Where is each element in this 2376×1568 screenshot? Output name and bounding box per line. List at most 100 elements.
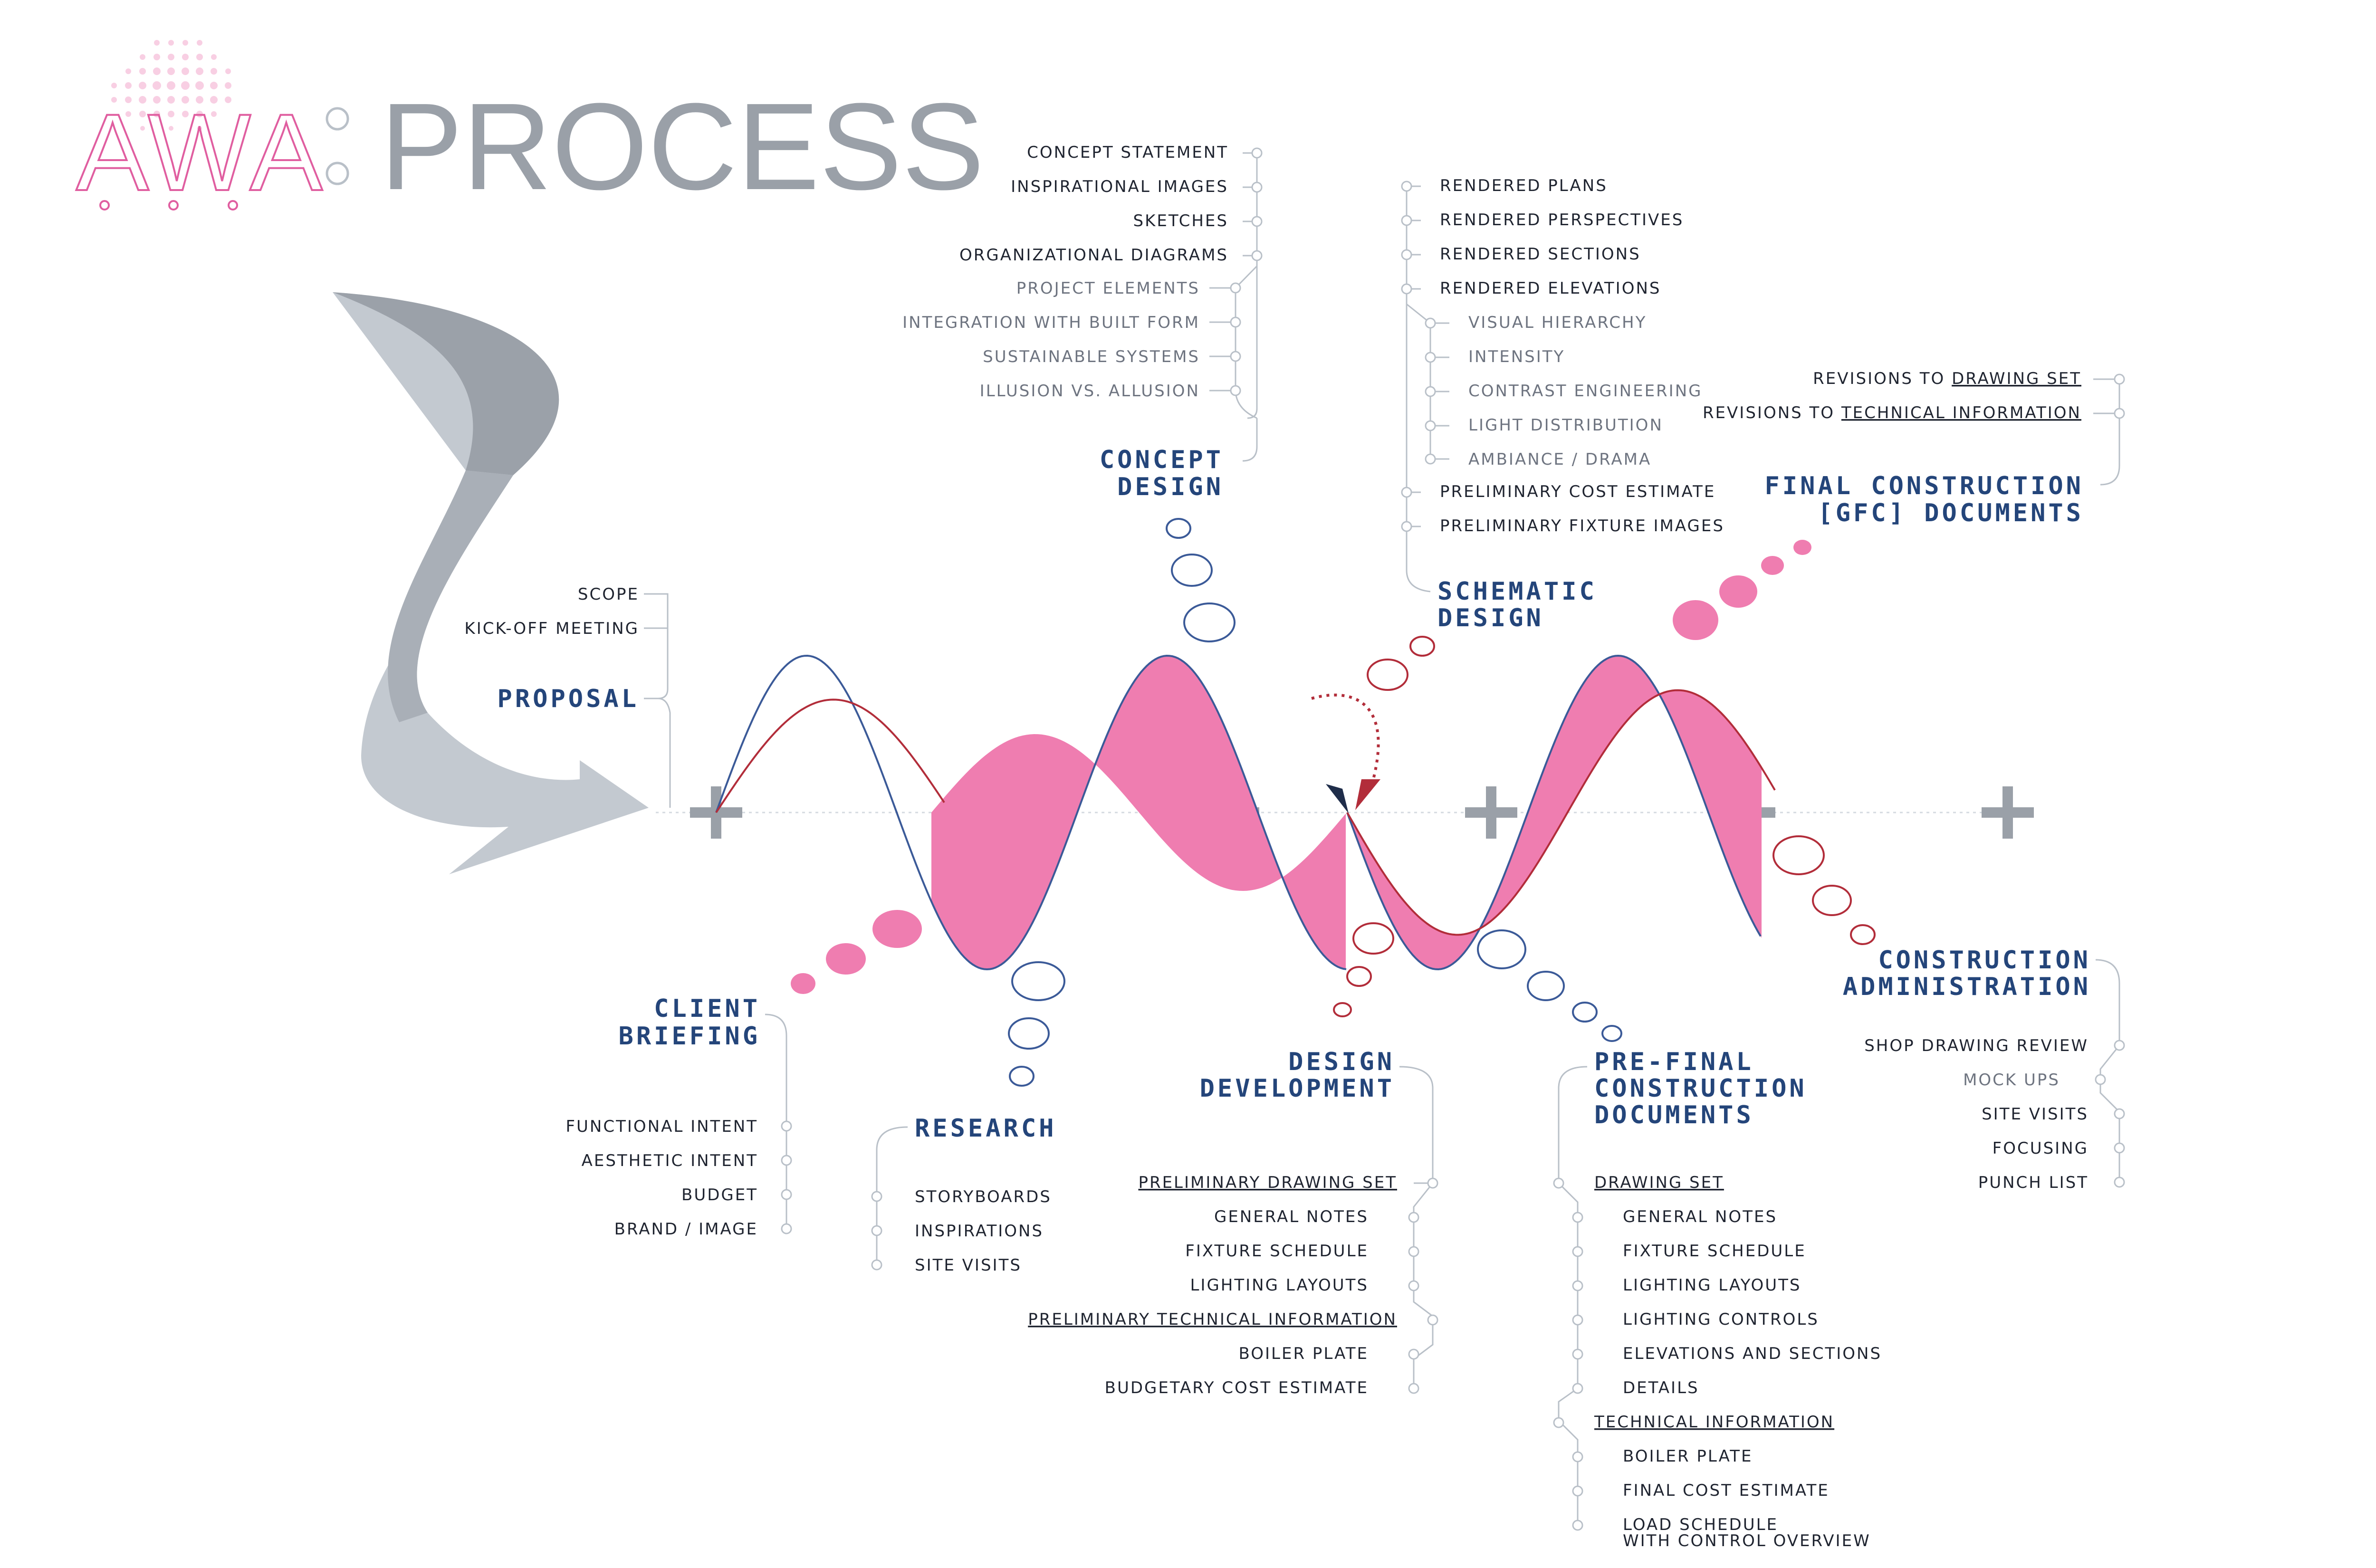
connector-node (781, 1223, 792, 1234)
bubble (1527, 971, 1565, 1001)
stage-title-construction-admin: CONSTRUCTION (1878, 946, 2091, 975)
logo-dot (228, 200, 238, 210)
construction-admin-item: SHOP DRAWING REVIEW (1864, 1036, 2089, 1055)
schematic-subitem: INTENSITY (1468, 347, 1565, 366)
bubble (1719, 575, 1757, 608)
wave-line-red (715, 698, 945, 813)
schematic-item: RENDERED PLANS (1440, 176, 1608, 195)
entry-arrow (333, 292, 649, 874)
entry-arrow-dark (333, 292, 559, 475)
connector-node (781, 1120, 792, 1132)
stage-final-construction: REVISIONS TO DRAWING SET REVISIONS TO TE… (1703, 369, 2125, 527)
title-colon-dot (326, 107, 349, 131)
design-development-item: BUDGETARY COST ESTIMATE (1105, 1378, 1369, 1397)
pre-final-item: FINAL COST ESTIMATE (1623, 1481, 1830, 1500)
connector (876, 1126, 908, 1264)
connector-node (1408, 1348, 1419, 1360)
bubble (1171, 554, 1213, 587)
bubble (1673, 600, 1718, 640)
research-item: SITE VISITS (915, 1256, 1022, 1275)
bubble (1772, 835, 1825, 875)
bubble (1812, 885, 1852, 916)
schematic-subitem: AMBIANCE / DRAMA (1468, 450, 1651, 469)
bubble (1333, 1002, 1352, 1017)
client-briefing-item: BRAND / IMAGE (614, 1220, 758, 1239)
connector-node (1572, 1348, 1583, 1360)
pre-final-item: ELEVATIONS AND SECTIONS (1623, 1344, 1882, 1363)
concept-subitem: PROJECT ELEMENTS (1016, 279, 1200, 298)
pre-final-item: LIGHTING LAYOUTS (1623, 1276, 1801, 1295)
connector (1558, 1066, 1588, 1525)
bubble (1367, 659, 1408, 691)
title-colon-dot (326, 162, 349, 185)
bubble (1166, 518, 1191, 539)
schematic-item: RENDERED PERSPECTIVES (1440, 210, 1684, 229)
connector-node (1572, 1520, 1583, 1531)
connector-node (1401, 487, 1412, 498)
connector-node (1553, 1417, 1564, 1428)
bubble (1793, 540, 1811, 555)
connector-node (1230, 351, 1241, 362)
stage-title-design-development: DEVELOPMENT (1200, 1074, 1395, 1103)
logo-dot (99, 200, 110, 210)
connector-node (2114, 408, 2125, 419)
stage-title-client-briefing: CLIENT (654, 994, 760, 1023)
stage-title-pre-final: PRE-FINAL (1594, 1048, 1754, 1076)
design-development-group: PRELIMINARY TECHNICAL INFORMATION (1028, 1310, 1397, 1329)
plus-marker (1982, 786, 2034, 839)
connector-node (1251, 250, 1263, 261)
connector (2093, 378, 2120, 486)
bubble (1761, 556, 1784, 575)
connector-node (1553, 1177, 1564, 1189)
final-construction-item: REVISIONS TO DRAWING SET (1813, 369, 2081, 388)
logo: AWA (75, 40, 324, 214)
logo-halftone-dots (111, 40, 231, 131)
bubble (1008, 1017, 1050, 1050)
bubble (1346, 966, 1372, 987)
schematic-subitem: VISUAL HIERARCHY (1468, 313, 1647, 332)
stage-client-briefing: CLIENT BRIEFING FUNCTIONAL INTENT AESTHE… (565, 994, 792, 1239)
connector-node (1401, 215, 1412, 226)
concept-subitem: SUSTAINABLE SYSTEMS (983, 347, 1200, 366)
stage-title-construction-admin: ADMINISTRATION (1843, 973, 2091, 1001)
stage-title-concept-design: CONCEPT (1100, 446, 1224, 474)
connector-node (1427, 1177, 1438, 1189)
connector-node (1230, 282, 1241, 294)
plus-marker (1465, 786, 1517, 839)
proposal-item: KICK-OFF MEETING (464, 619, 639, 638)
connector-node (1572, 1383, 1583, 1394)
pre-final-group: DRAWING SET (1594, 1173, 1724, 1192)
pre-final-item: LIGHTING CONTROLS (1623, 1310, 1819, 1329)
pre-final-item: WITH CONTROL OVERVIEW (1623, 1531, 1871, 1550)
entry-arrow-dark-band (388, 470, 513, 722)
schematic-item: RENDERED SECTIONS (1440, 245, 1641, 264)
connector-node (871, 1191, 882, 1202)
connector-node (1425, 453, 1436, 465)
wave-line-blue (715, 654, 1347, 971)
loop-back-arrowhead-navy (1326, 784, 1349, 813)
pre-final-item: DETAILS (1623, 1378, 1699, 1397)
stage-title-final-construction: FINAL CONSTRUCTION (1764, 472, 2084, 500)
waves (715, 654, 1776, 971)
connector-node (1572, 1314, 1583, 1326)
stage-title-concept-design: DESIGN (1117, 473, 1224, 501)
connector-node (1572, 1485, 1583, 1497)
client-briefing-item: BUDGET (681, 1186, 758, 1205)
bubble (1850, 924, 1876, 945)
construction-admin-item: PUNCH LIST (1978, 1173, 2089, 1192)
connector-node (1425, 352, 1436, 363)
concept-item: INSPIRATIONAL IMAGES (1011, 177, 1228, 196)
stage-pre-final: PRE-FINAL CONSTRUCTION DOCUMENTS DRAWING… (1553, 1048, 1882, 1550)
loop-back-arrow (1311, 693, 1380, 780)
concept-subitem: INTEGRATION WITH BUILT FORM (902, 313, 1200, 332)
stage-title-proposal: PROPOSAL (498, 685, 639, 713)
connector-node (1572, 1451, 1583, 1463)
client-briefing-item: AESTHETIC INTENT (582, 1151, 758, 1170)
stage-construction-admin: CONSTRUCTION ADMINISTRATION SHOP DRAWING… (1843, 946, 2125, 1192)
schematic-subitem: LIGHT DISTRIBUTION (1468, 416, 1663, 435)
connector-node (2114, 1040, 2125, 1051)
connector-node (1230, 316, 1241, 328)
pre-final-item: GENERAL NOTES (1623, 1207, 1777, 1226)
connector (765, 1013, 787, 1231)
connector-node (1425, 386, 1436, 397)
